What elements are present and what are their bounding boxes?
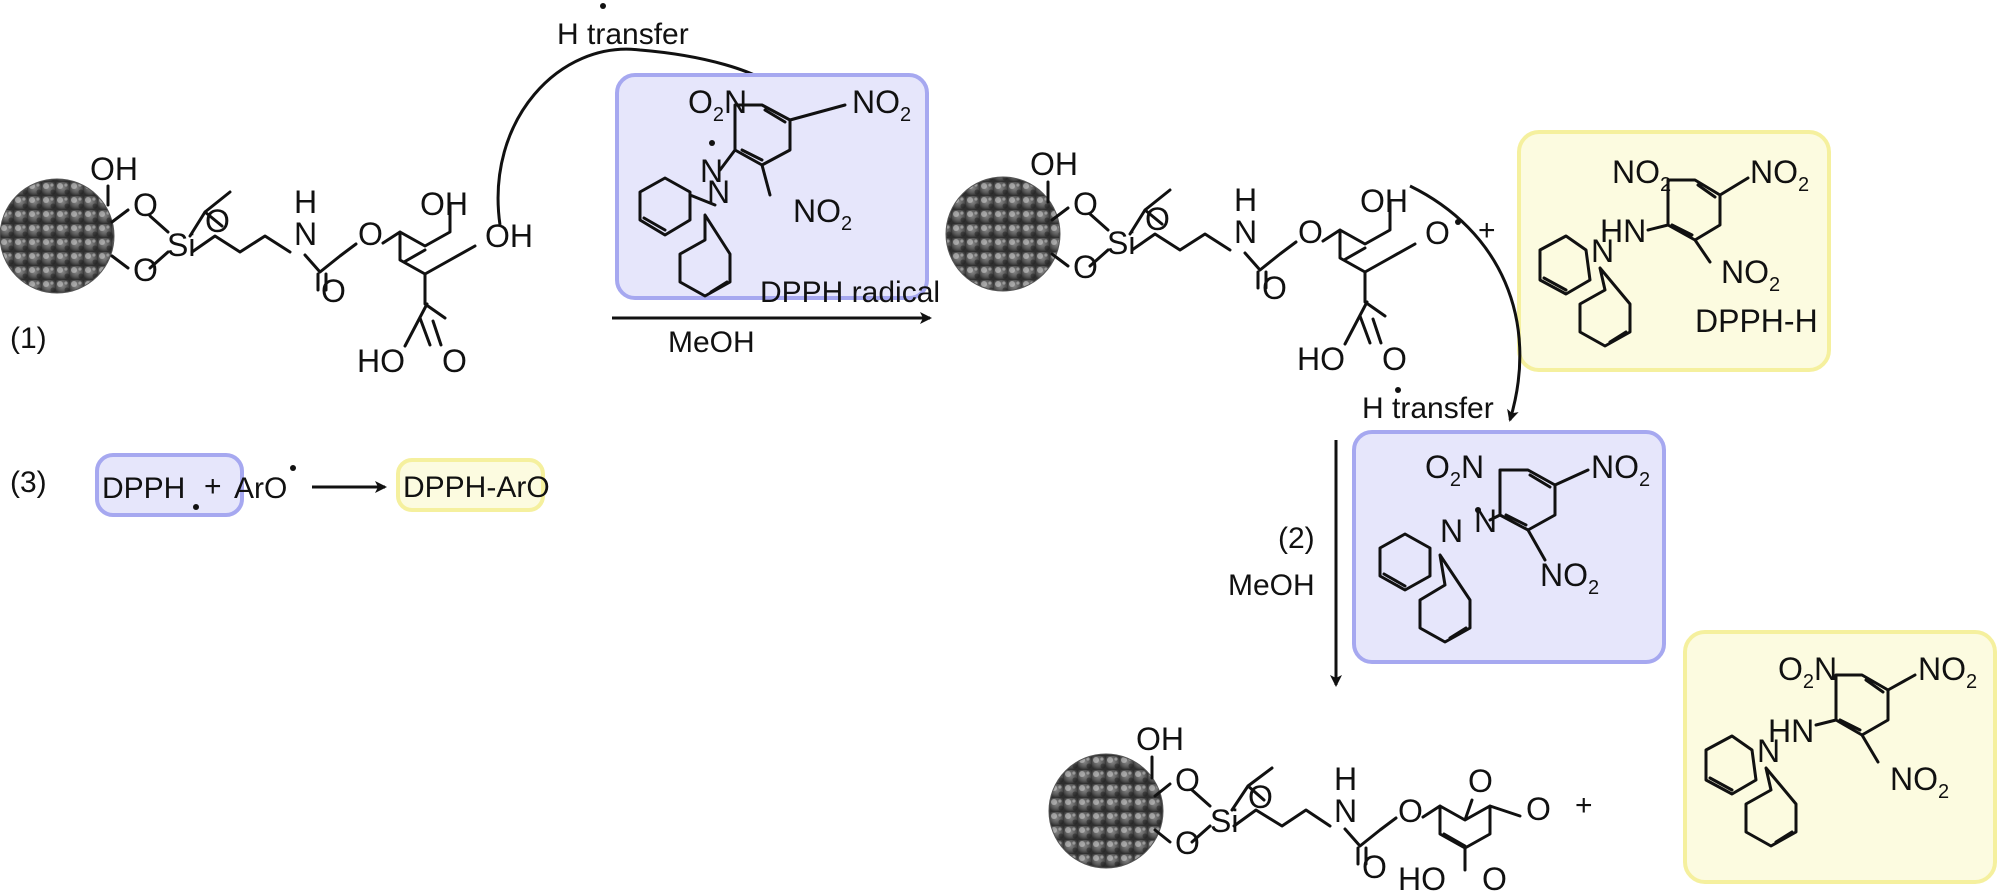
atom-label: O — [1425, 215, 1450, 251]
final-compound: OH O O Si O H N O O O O HO O + — [1048, 721, 1593, 893]
h-transfer-label-2: H transfer — [1362, 392, 1494, 425]
radical-dot — [600, 3, 606, 9]
radical-dot — [1475, 507, 1481, 513]
step-3-label: (3) — [10, 466, 47, 499]
atom-label: N — [1234, 214, 1257, 250]
atom-label: NO2 — [852, 84, 911, 126]
atom-label: N — [294, 216, 317, 252]
atom-label: OH — [90, 151, 138, 187]
dpph-h-label: DPPH-H — [1695, 303, 1818, 339]
atom-label: O — [1298, 214, 1323, 250]
atom-label: NO2 — [1540, 557, 1599, 599]
atom-label: O — [1382, 341, 1407, 377]
atom-label: O — [1482, 861, 1507, 893]
atom-label: H — [1234, 182, 1257, 218]
radical-dot — [1395, 387, 1401, 393]
dpph-mini-box — [95, 453, 244, 517]
atom-label: NO2 — [1591, 449, 1650, 491]
atom-label: O — [133, 187, 158, 223]
bond — [106, 184, 477, 348]
radical-dot — [290, 465, 296, 471]
atom-label: O — [442, 343, 467, 379]
atom-label: O2N — [1778, 651, 1837, 693]
radical-dot — [193, 504, 199, 510]
atom-label: N — [707, 174, 730, 210]
nanoparticle — [945, 176, 1061, 292]
atom-label: N — [1334, 793, 1357, 829]
dpph-radical-structure: O2N NO2 N N NO2 — [638, 84, 911, 298]
atom-label: OH — [1136, 721, 1184, 757]
atom-label: O2N — [688, 84, 747, 126]
atom-label: O2N — [1425, 449, 1484, 491]
nanoparticle — [1048, 753, 1164, 869]
bond — [1538, 176, 1750, 348]
dpph-radical-box — [615, 73, 929, 300]
meoh-label: MeOH — [668, 326, 755, 359]
atom-label: NO2 — [1612, 154, 1671, 196]
atom-label: HN — [1600, 213, 1646, 249]
atom-label: O — [1468, 763, 1493, 799]
step-2-label: (2) — [1278, 522, 1315, 555]
atom-label: O — [1398, 793, 1423, 829]
atom-label: OH — [420, 186, 468, 222]
atom-label: O — [1175, 825, 1200, 861]
intermediate-compound: OH O O Si O H N O O OH O HO O + — [945, 146, 1496, 377]
dpph-h-box — [1517, 130, 1831, 372]
dpph-radical-box-2 — [1352, 430, 1666, 664]
nanoparticle — [0, 178, 115, 294]
atom-label: OH — [485, 218, 533, 254]
atom-label: NO2 — [1918, 651, 1977, 693]
meoh-label-2: MeOH — [1228, 569, 1315, 602]
atom-label: O — [1073, 249, 1098, 285]
h-transfer-arrow — [496, 47, 782, 226]
h-transfer-label: H transfer — [557, 18, 689, 51]
atom-label: N — [1440, 513, 1463, 549]
atom-label: OH — [1360, 183, 1408, 219]
atom-label: N — [700, 153, 723, 189]
bond — [1704, 673, 1917, 848]
atom-label: HO — [1398, 861, 1446, 893]
dpph-aro-box — [396, 458, 545, 512]
aro-label: ArO — [234, 472, 287, 505]
step-1-label: (1) — [10, 322, 47, 355]
plus-sign: + — [1575, 789, 1593, 822]
dpph-radical-label: DPPH radical — [760, 276, 940, 309]
atom-label: O — [1526, 791, 1551, 827]
atom-label: HO — [357, 343, 405, 379]
dpph-radical-structure-2: O2N NO2 N N NO2 — [1378, 449, 1650, 644]
atom-label: H — [1334, 761, 1357, 797]
bond — [1150, 755, 1522, 872]
atom-label: N — [1591, 233, 1614, 269]
atom-label: O — [133, 252, 158, 288]
dpph-label: DPPH — [102, 472, 185, 505]
atom-label: OH — [1030, 146, 1078, 182]
atom-label: H — [294, 184, 317, 220]
atom-label: NO2 — [1721, 254, 1780, 296]
atom-label: HN — [1768, 713, 1814, 749]
dpph-h-structure-2: O2N NO2 HN N NO2 — [1704, 651, 1977, 848]
atom-label: HO — [1297, 341, 1345, 377]
h-transfer-arrow-2 — [1409, 184, 1522, 422]
dpph-h-box-2 — [1683, 630, 1997, 884]
bond — [638, 103, 847, 298]
atom-label: O — [358, 216, 383, 252]
atom-label: NO2 — [1750, 154, 1809, 196]
plus-sign: + — [204, 470, 222, 503]
radical-dot — [709, 140, 715, 146]
dpph-h-structure: NO2 NO2 HN N NO2 DPPH-H — [1538, 154, 1818, 348]
atom-label: NO2 — [793, 193, 852, 235]
plus-sign: + — [1478, 214, 1496, 247]
dpph-aro-label: DPPH-ArO — [403, 471, 550, 504]
atom-label: N — [1757, 733, 1780, 769]
bond — [1378, 468, 1590, 644]
atom-label: NO2 — [1890, 761, 1949, 803]
bond — [1046, 180, 1417, 346]
starting-compound: OH O O Si O H N O O OH OH HO O — [0, 151, 533, 379]
